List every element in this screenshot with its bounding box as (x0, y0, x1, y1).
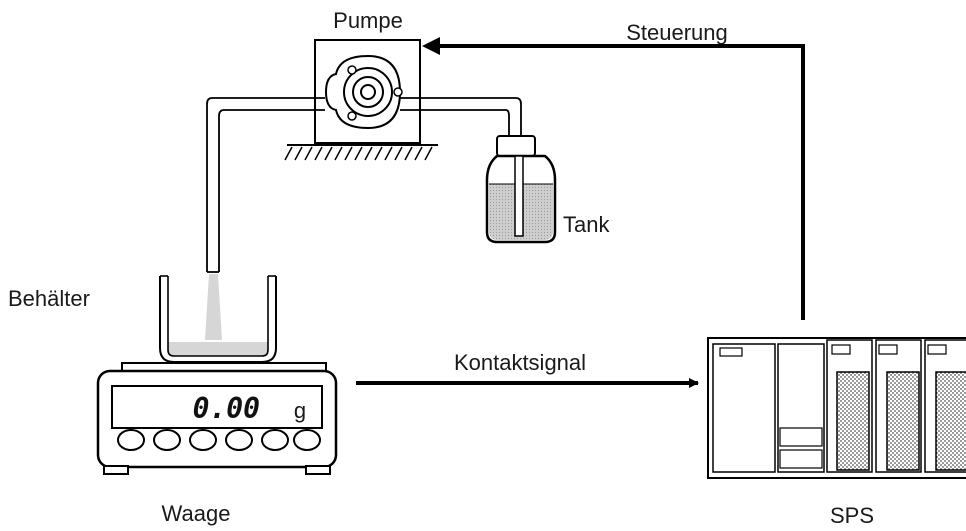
scale-key (189, 429, 217, 451)
control-label: Steuerung (626, 20, 728, 45)
container-label: Behälter (8, 286, 90, 311)
tank: Tank (485, 135, 610, 244)
tank-label: Tank (563, 212, 610, 237)
plc: SPS (707, 337, 966, 528)
container: Behälter (8, 275, 277, 363)
scale: 0.00 g Waage (96, 362, 338, 526)
plc-io-module (875, 339, 922, 473)
plc-label: SPS (830, 503, 874, 528)
control-arrow: Steuerung (422, 20, 805, 320)
scale-key (261, 429, 289, 451)
scale-foot-left (103, 465, 129, 475)
scale-display-unit: g (294, 398, 306, 423)
scale-key (293, 429, 321, 451)
pump-label: Pumpe (333, 8, 403, 33)
plc-io-module (924, 339, 966, 473)
pump: Pumpe (284, 8, 438, 161)
scale-label: Waage (162, 501, 231, 526)
contact-signal-label: Kontaktsignal (454, 350, 586, 375)
scale-key (117, 429, 145, 451)
contact-signal-arrow: Kontaktsignal (356, 350, 699, 388)
scale-keys (117, 429, 321, 451)
scale-key (225, 429, 253, 451)
scale-key (153, 429, 181, 451)
tank-cap (496, 135, 536, 157)
pump-base-ground (284, 144, 438, 161)
scale-display-value: 0.00 (193, 392, 260, 425)
liquid-stream (205, 274, 222, 340)
tubing (206, 97, 522, 273)
container-liquid (168, 342, 268, 356)
scale-display (111, 385, 323, 429)
scale-foot-right (305, 465, 331, 475)
plc-io-module (826, 339, 873, 473)
plc-cpu-module (712, 343, 776, 473)
tank-dip-tube (514, 155, 524, 237)
